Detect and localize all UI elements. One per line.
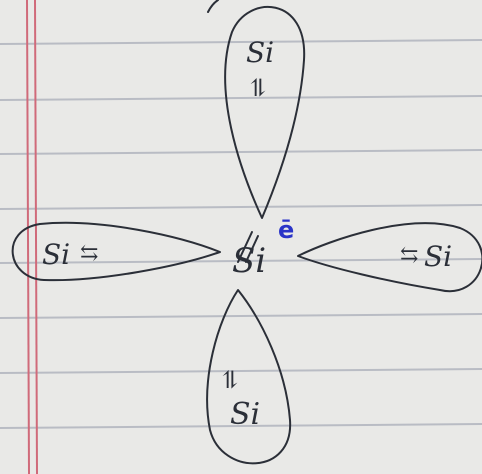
margin-lines xyxy=(26,0,38,474)
stray-stroke xyxy=(207,0,219,13)
left-atom-label: Si xyxy=(42,238,70,271)
top-arrows: ⥮ xyxy=(248,74,268,102)
bottom-arrows: ⥮ xyxy=(220,366,240,394)
bottom-atom-label: Si xyxy=(230,397,260,432)
left-lobe xyxy=(11,221,221,282)
electron-label: ē xyxy=(278,216,294,244)
ruled-lines xyxy=(0,39,482,429)
right-atom-label: Si xyxy=(424,240,452,273)
left-arrows: ⇆ xyxy=(80,241,98,266)
top-atom-label: Si xyxy=(246,36,274,69)
top-lobe xyxy=(224,6,306,219)
bottom-lobe xyxy=(206,289,292,465)
center-atom-label: Si xyxy=(232,241,266,281)
right-lobe xyxy=(297,222,482,293)
right-arrows: ⇆ xyxy=(400,243,418,268)
center-scribble xyxy=(237,231,259,263)
